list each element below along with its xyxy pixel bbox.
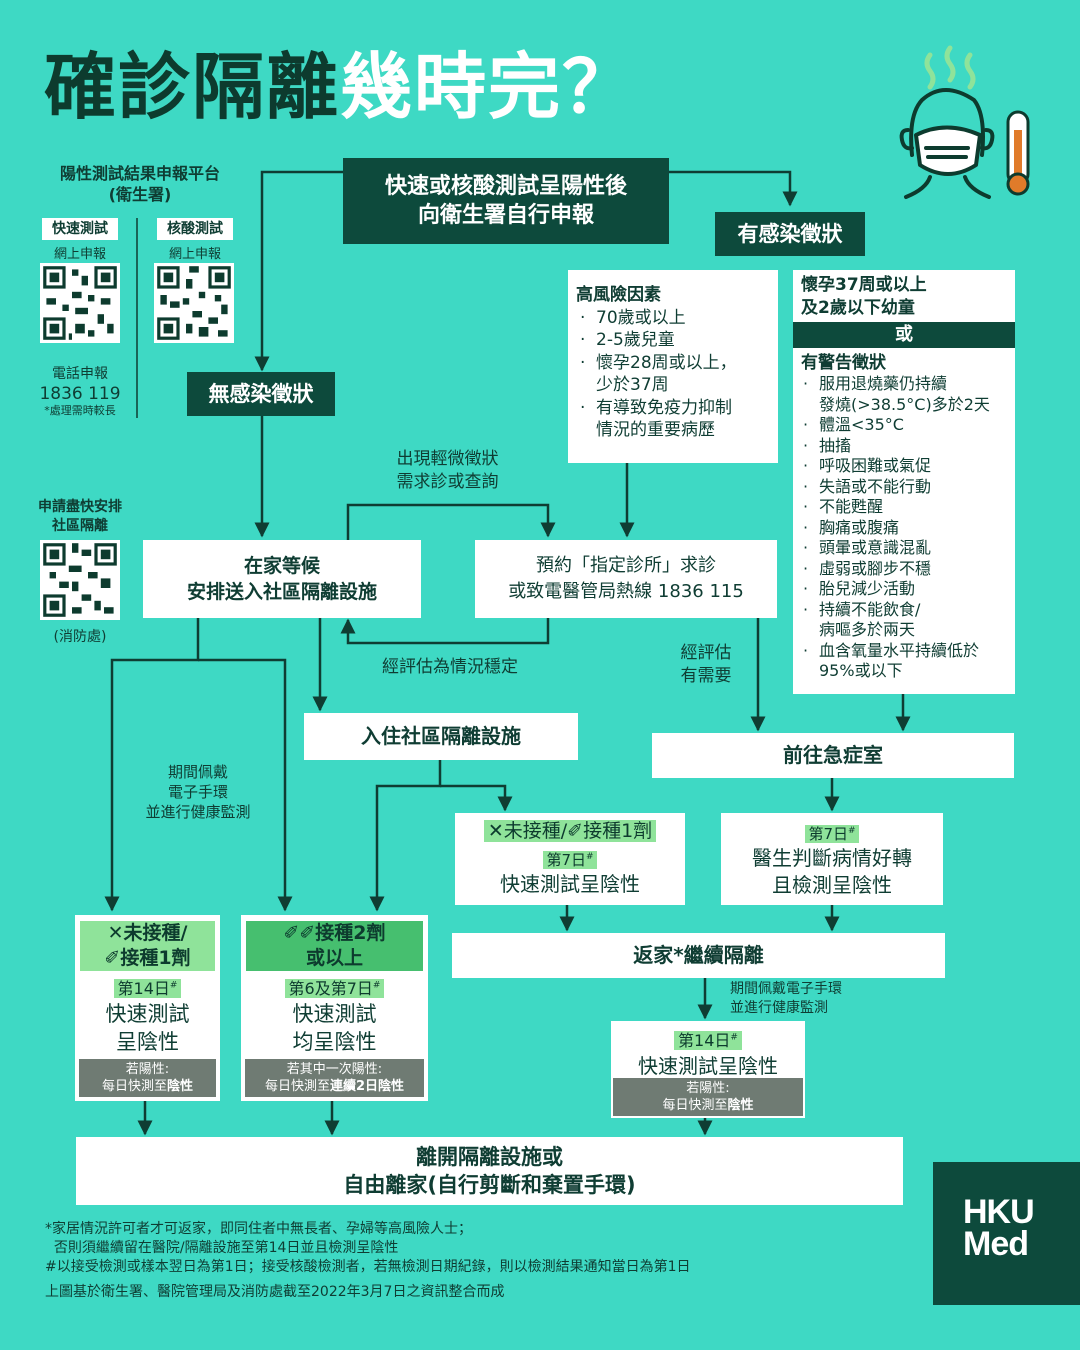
- phone-report-number[interactable]: 1836 119: [39, 384, 121, 404]
- warning-item: 頭暈或意識混亂: [799, 538, 1013, 559]
- warning-item: 不能甦醒: [799, 497, 1013, 518]
- assessed-need-label: 經評估 有需要: [680, 643, 732, 686]
- col-c-vaccine-label: ✕未接種/✐接種1劑: [483, 820, 657, 842]
- leave-isolation-box: 離開隔離設施或 自由離家(自行剪斷和棄置手環): [76, 1137, 903, 1205]
- warning-item: 胸痛或腹痛: [799, 518, 1013, 539]
- warning-item: 虛弱或腳步不穩: [799, 559, 1013, 580]
- rapid-test-sub: 網上申報: [53, 247, 106, 262]
- col-b-note: 若其中一次陽性: 每日快測至連續2日陰性: [245, 1059, 424, 1097]
- warning-item: 胎兒減少活動: [799, 579, 1013, 600]
- high-risk-box: 高風險因素 70歲或以上 2-5歲兒童 懷孕28周或以上， 少於37周 有導致免…: [568, 270, 778, 463]
- rapid-test-tag: 快速測試: [42, 218, 118, 240]
- warning-item: 失語或不能行動: [799, 477, 1013, 498]
- phone-report-label: 電話申報: [52, 366, 108, 382]
- high-risk-list: 70歲或以上 2-5歲兒童 懷孕28周或以上， 少於37周 有導致免疫力抑制 情…: [576, 307, 768, 442]
- asymptomatic-box: 無感染徵狀: [187, 372, 335, 416]
- self-report-box: 快速或核酸測試呈陽性後 向衛生署自行申報: [343, 158, 669, 244]
- col-d-day: 第7日#: [805, 825, 859, 843]
- col-e-text: 快速測試呈陰性: [638, 1054, 778, 1079]
- mild-symptom-label: 出現輕微徵狀 需求診或查詢: [396, 449, 499, 492]
- clinic-box: 預約「指定診所」求診 或致電醫管局熱線 1836 115: [475, 540, 777, 618]
- wait-home-box: 在家等候 安排送入社區隔離設施: [143, 540, 421, 618]
- high-risk-item: 有導致免疫力抑制 情況的重要病歷: [576, 397, 768, 442]
- wristband-label: 期間佩戴 電子手環 並進行健康監測: [145, 763, 251, 821]
- col-c-box: ✕未接種/✐接種1劑 第7日# 快速測試呈陰性: [455, 813, 685, 905]
- masked-face-icon: [899, 45, 1030, 199]
- pcr-test-tag: 核酸測試: [157, 218, 233, 240]
- col-c-day: 第7日#: [543, 851, 597, 869]
- fire-note: (消防處): [53, 629, 107, 645]
- warning-item: 血含氧量水平持續低於 95%或以下: [799, 641, 1013, 682]
- col-d-box: 第7日# 醫生判斷病情好轉 且檢測呈陰性: [721, 813, 943, 905]
- col-b-vaccine-label: ✐✐接種2劑 或以上: [246, 921, 423, 971]
- col-e-note: 若陽性: 每日快測至陰性: [613, 1078, 803, 1116]
- warning-or: 或: [793, 322, 1015, 348]
- fire-services-qr-code[interactable]: [40, 540, 120, 620]
- footnotes: *家居情況許可者才可返家，即同住者中無長者、孕婦等高風險人士； 否則須繼續留在醫…: [45, 1220, 905, 1302]
- col-a-text: 快速測試 呈陰性: [105, 1002, 190, 1055]
- admit-facility-box: 入住社區隔離設施: [304, 713, 578, 760]
- high-risk-item: 70歲或以上: [576, 307, 768, 330]
- col-b-box: ✐✐接種2劑 或以上 第6及第7日# 快速測試 均呈陰性 若其中一次陽性: 每日…: [241, 915, 428, 1101]
- pcr-test-sub: 網上申報: [168, 247, 221, 262]
- emergency-box: 前往急症室: [652, 733, 1014, 778]
- title-part-2: 幾時完？: [340, 45, 637, 129]
- col-b-text: 快速測試 均呈陰性: [292, 1002, 377, 1055]
- warning-box: 懷孕37周或以上 及2歲以下幼童 或 有警告徵狀 服用退燒藥仍持續 發燒(>38…: [793, 270, 1015, 694]
- warning-item: 服用退燒藥仍持續 發燒(>38.5°C)多於2天: [799, 374, 1013, 415]
- high-risk-item: 懷孕28周或以上， 少於37周: [576, 352, 768, 397]
- title-part-1: 確診隔離: [44, 45, 341, 129]
- col-b-day: 第6及第7日#: [284, 979, 385, 999]
- symptomatic-box: 有感染徵狀: [715, 212, 865, 256]
- col-e-day: 第14日#: [674, 1031, 742, 1051]
- phone-report-note: *處理需時較長: [44, 404, 116, 417]
- col-a-day: 第14日#: [113, 979, 182, 999]
- warning-item: 呼吸困難或氣促: [799, 456, 1013, 477]
- home-wristband-label: 期間佩戴電子手環 並進行健康監測: [730, 981, 842, 1016]
- stable-label: 經評估為情況穩定: [382, 657, 518, 677]
- col-a-note: 若陽性: 每日快測至陰性: [79, 1059, 216, 1097]
- col-d-text: 醫生判斷病情好轉 且檢測呈陰性: [752, 846, 912, 897]
- footnote-line: *家居情況許可者才可返家，即同住者中無長者、孕婦等高風險人士；: [45, 1221, 472, 1237]
- footnote-line: 上圖基於衛生署、醫院管理局及消防處截至2022年3月7日之資訊整合而成: [45, 1284, 505, 1300]
- footnote-line: #以接受檢測或樣本翌日為第1日；接受核酸檢測者，若無檢測日期紀錄，則以檢測結果通…: [45, 1259, 691, 1275]
- warning-list: 服用退燒藥仍持續 發燒(>38.5°C)多於2天 體溫<35°C 抽搐 呼吸困難…: [793, 374, 1015, 682]
- high-risk-item: 2-5歲兒童: [576, 329, 768, 352]
- rapid-report-qr-code[interactable]: [40, 263, 120, 343]
- pcr-report-qr-code[interactable]: [154, 263, 234, 343]
- warning-item: 抽搐: [799, 436, 1013, 457]
- footnote-line: 否則須繼續留在醫院/隔離設施至第14日並且檢測呈陰性: [45, 1240, 399, 1256]
- col-a-box: ✕未接種/ ✐接種1劑 第14日# 快速測試 呈陰性 若陽性: 每日快測至陰性: [75, 915, 220, 1101]
- warning-item: 體溫<35°C: [799, 415, 1013, 436]
- page-title: 確診隔離幾時完？: [44, 42, 636, 132]
- warning-heading: 有警告徵狀: [801, 353, 886, 373]
- high-risk-heading: 高風險因素: [576, 285, 661, 305]
- col-e-box: 第14日# 快速測試呈陰性 若陽性: 每日快測至陰性: [611, 1021, 805, 1118]
- home-isolation-box: 返家*繼續隔離: [452, 933, 945, 978]
- hku-med-logo: HKU Med: [933, 1162, 1080, 1305]
- warning-top: 懷孕37周或以上 及2歲以下幼童: [801, 275, 927, 318]
- fire-heading: 申請盡快安排 社區隔離: [38, 499, 122, 534]
- warning-item: 持續不能飲食/ 病嘔多於兩天: [799, 600, 1013, 641]
- platform-heading: 陽性測試結果申報平台 (衛生署): [59, 164, 220, 204]
- col-a-vaccine-label: ✕未接種/ ✐接種1劑: [80, 921, 215, 971]
- col-c-text: 快速測試呈陰性: [500, 872, 640, 896]
